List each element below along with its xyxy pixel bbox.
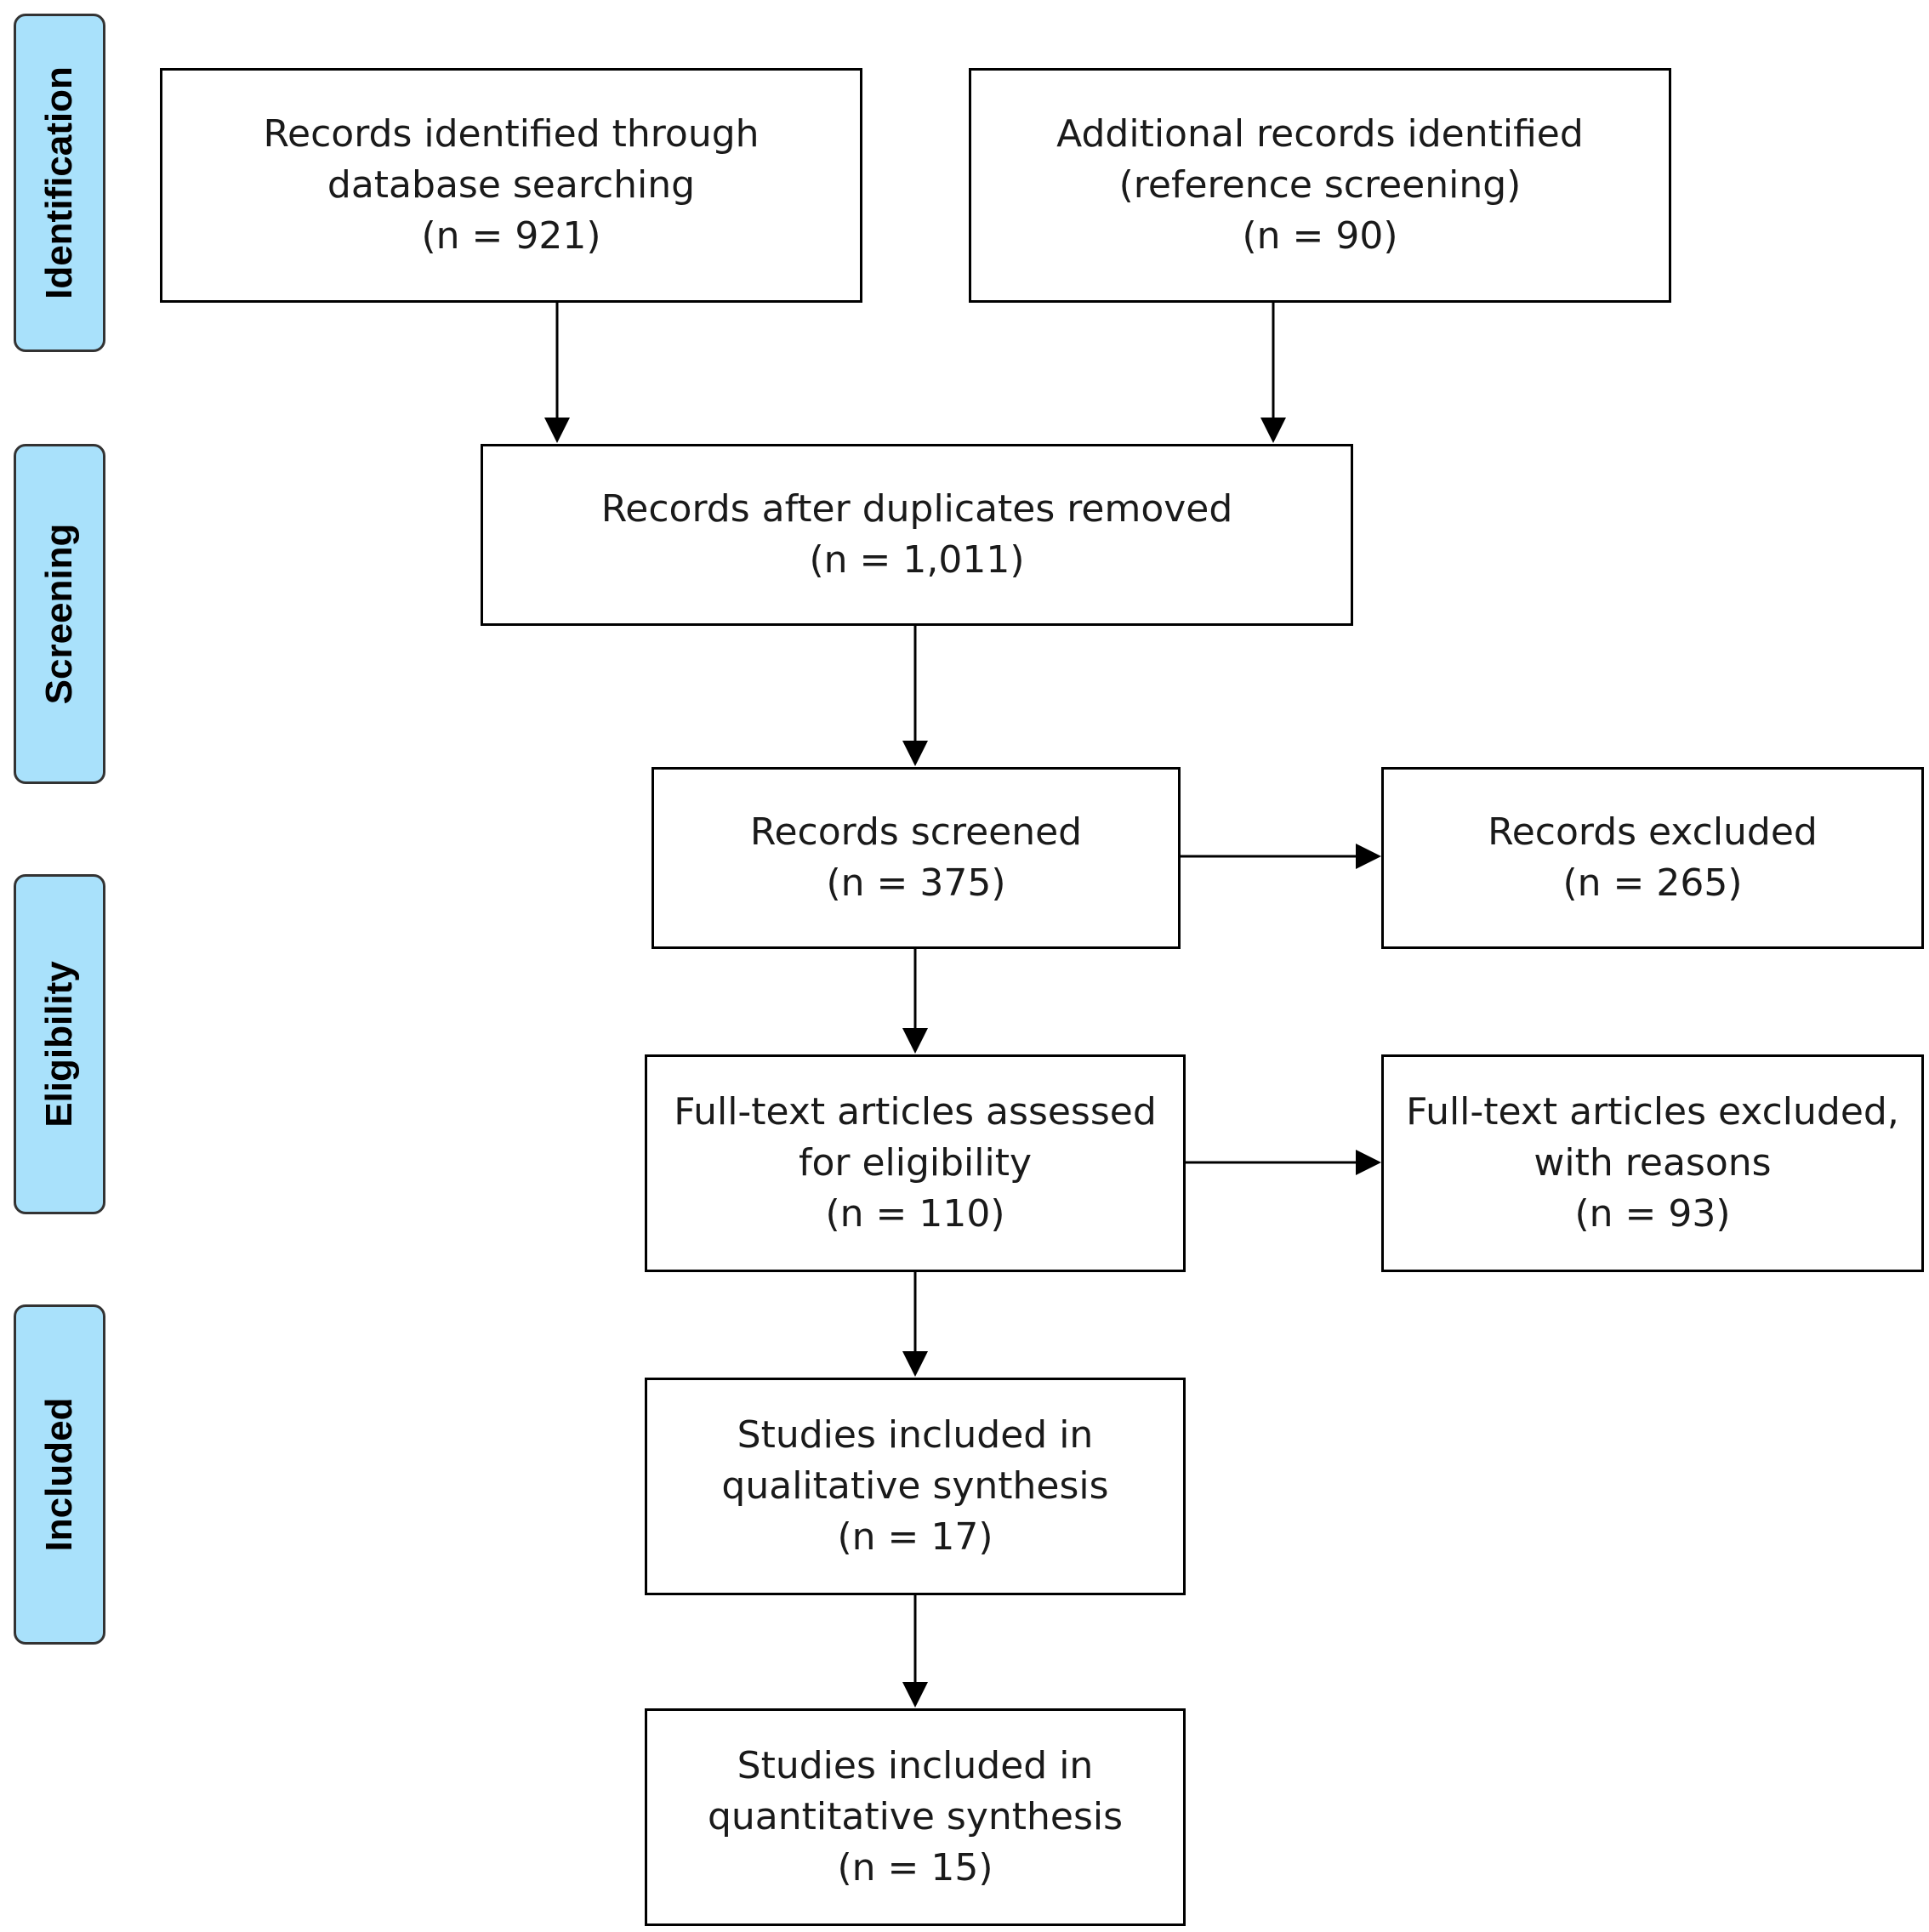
box-quantitative-synthesis: Studies included in quantitative synthes… <box>645 1708 1186 1926</box>
box-qualitative-synthesis: Studies included in qualitative synthesi… <box>645 1378 1186 1595</box>
box-fulltext-assessed: Full-text articles assessed for eligibil… <box>645 1054 1186 1272</box>
box-records-screened-count: (n = 375) <box>826 861 1006 905</box>
box-after-duplicates-count: (n = 1,011) <box>809 538 1025 582</box>
box-fulltext-assessed-count: (n = 110) <box>825 1192 1005 1236</box>
stage-eligibility: Eligibility <box>14 874 105 1214</box>
box-fulltext-excluded-line2: with reasons <box>1534 1141 1772 1185</box>
box-fulltext-assessed-line2: for eligibility <box>798 1141 1033 1185</box>
box-records-excluded-line1: Records excluded <box>1488 810 1818 854</box>
box-qualitative-line1: Studies included in <box>737 1413 1094 1457</box>
stage-included: Included <box>14 1304 105 1645</box>
box-database-records-line1: Records identified through <box>263 112 760 156</box>
box-fulltext-excluded: Full-text articles excluded, with reason… <box>1381 1054 1924 1272</box>
stage-screening: Screening <box>14 444 105 784</box>
box-fulltext-excluded-count: (n = 93) <box>1574 1192 1731 1236</box>
stage-label-included: Included <box>38 1397 80 1552</box>
box-qualitative-count: (n = 17) <box>837 1515 993 1559</box>
box-quantitative-line2: quantitative synthesis <box>707 1795 1124 1838</box>
box-after-duplicates: Records after duplicates removed (n = 1,… <box>481 444 1353 626</box>
box-fulltext-excluded-line1: Full-text articles excluded, <box>1406 1090 1899 1134</box>
box-database-records-count: (n = 921) <box>421 214 601 258</box>
box-after-duplicates-line1: Records after duplicates removed <box>600 487 1233 531</box>
box-additional-records-line1: Additional records identified <box>1056 112 1584 156</box>
box-records-screened-line1: Records screened <box>749 810 1083 854</box>
box-quantitative-line1: Studies included in <box>737 1744 1094 1787</box>
box-records-screened: Records screened (n = 375) <box>652 767 1181 949</box>
box-fulltext-assessed-line1: Full-text articles assessed <box>674 1090 1157 1134</box>
stage-label-eligibility: Eligibility <box>38 961 80 1128</box>
box-quantitative-count: (n = 15) <box>837 1846 993 1889</box>
box-database-records-line2: database searching <box>327 163 696 207</box>
box-additional-records-line2: (reference screening) <box>1118 163 1522 207</box>
box-qualitative-line2: qualitative synthesis <box>721 1464 1109 1508</box>
box-additional-records-count: (n = 90) <box>1242 214 1398 258</box>
stage-label-identification: Identification <box>38 66 80 299</box>
box-records-excluded-count: (n = 265) <box>1562 861 1743 905</box>
box-database-records: Records identified through database sear… <box>160 68 862 303</box>
stage-identification: Identification <box>14 14 105 352</box>
box-records-excluded: Records excluded (n = 265) <box>1381 767 1924 949</box>
stage-label-screening: Screening <box>38 523 80 705</box>
box-additional-records: Additional records identified (reference… <box>969 68 1671 303</box>
